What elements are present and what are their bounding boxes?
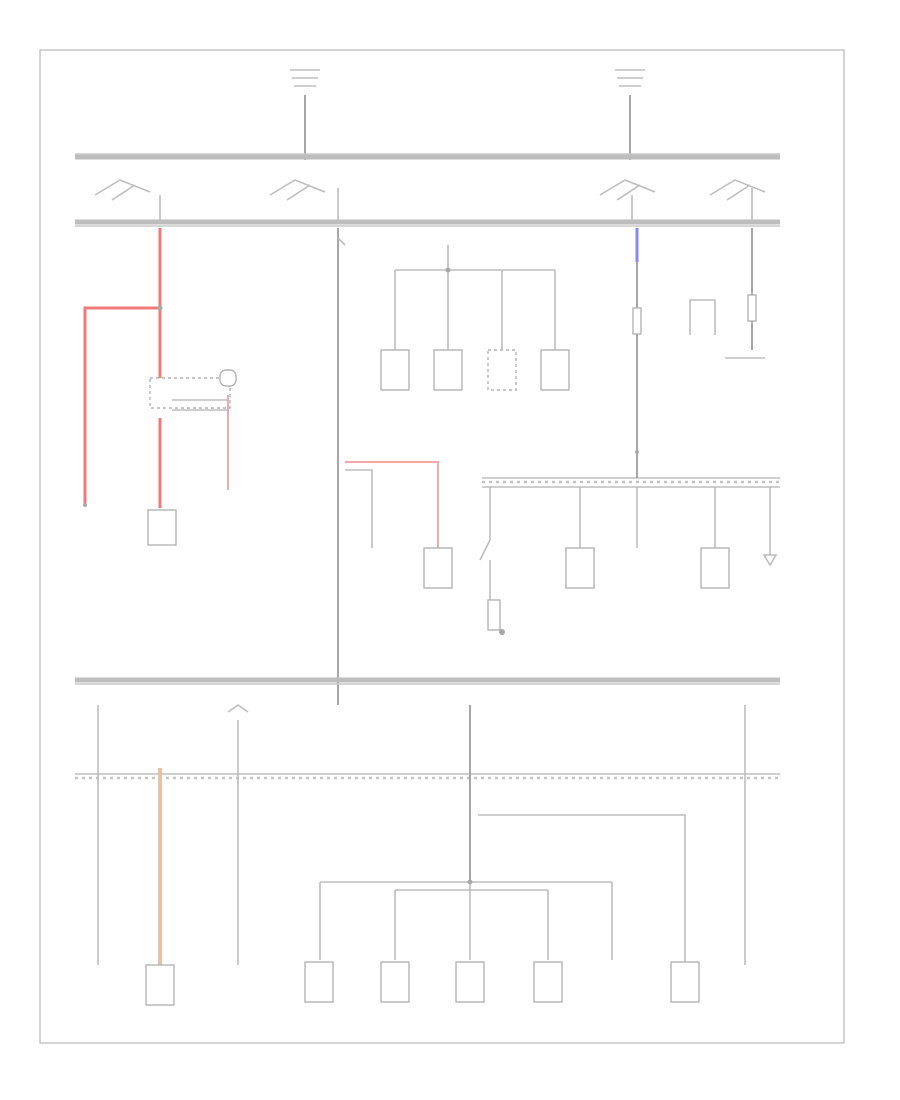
purge-solenoid: [423, 547, 453, 589]
cruise-module: [700, 547, 730, 589]
relay-small: [219, 369, 237, 387]
ignition-coil-1: [304, 961, 334, 1003]
switch-contacts-left: [94, 179, 339, 222]
diagram-frame: [39, 49, 845, 1044]
splice-branches: [479, 487, 778, 567]
fuel-injector-4: [540, 349, 570, 391]
switch-module-left: [149, 377, 231, 409]
source-feed-right: [615, 69, 645, 160]
ignition-coil-3: [455, 961, 485, 1003]
evap-canister-solenoid: [670, 961, 700, 1003]
coil-distribution: [319, 814, 686, 965]
coolant-temp-sender: [565, 547, 595, 589]
heated-o2-sensor-left: [145, 964, 175, 1006]
source-feed-left: [290, 69, 320, 160]
ignition-coil-2: [380, 961, 410, 1003]
lower-drops: [97, 704, 746, 965]
fuel-injector-3: [487, 349, 517, 391]
injector-group: [394, 245, 556, 350]
fuse-right-b: [747, 294, 757, 322]
switch-contacts-right: [599, 179, 766, 222]
fuel-injector-1: [380, 349, 410, 391]
brake-switch: [487, 560, 505, 635]
red-circuit: [83, 228, 163, 508]
fuse-right-a: [632, 307, 642, 335]
ignition-coil-4: [533, 961, 563, 1003]
fuel-injector-2: [433, 349, 463, 391]
pink-circuit: [345, 461, 439, 548]
relay-contact-right: [689, 299, 716, 335]
component-left-a: [147, 509, 177, 546]
